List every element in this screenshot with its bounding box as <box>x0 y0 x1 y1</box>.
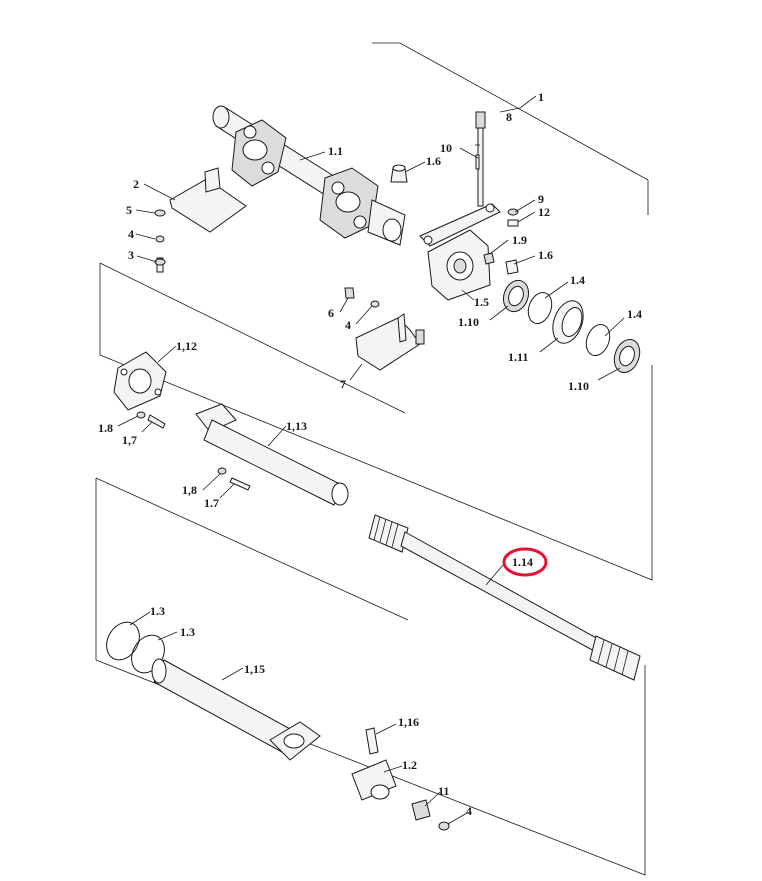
label-1-4-top[interactable]: 1.4 <box>570 273 585 287</box>
seals-bearing-part <box>502 279 641 373</box>
label-1-5[interactable]: 1.5 <box>474 295 489 309</box>
label-1[interactable]: 1 <box>538 90 544 104</box>
label-1-7-top[interactable]: 1,7 <box>122 433 137 447</box>
label-1-14[interactable]: 1.14 <box>512 555 533 569</box>
label-1-13[interactable]: 1,13 <box>286 419 307 433</box>
label-1-7-bottom[interactable]: 1.7 <box>204 496 219 510</box>
label-1-10-right[interactable]: 1.10 <box>568 379 589 393</box>
label-4-middle[interactable]: 4 <box>345 318 351 332</box>
part-labels: 1 1.1 1.6 10 8 9 12 1.9 1.6 1.4 1.5 1.10… <box>98 90 642 818</box>
guard-part <box>344 287 425 371</box>
label-6[interactable]: 6 <box>328 306 334 320</box>
label-1-1[interactable]: 1.1 <box>328 144 343 158</box>
gearbox-housing-part <box>419 203 501 301</box>
label-11[interactable]: 11 <box>438 784 449 798</box>
label-1-8-top[interactable]: 1.8 <box>98 421 113 435</box>
label-1-2[interactable]: 1.2 <box>402 758 417 772</box>
label-1-15[interactable]: 1,15 <box>244 662 265 676</box>
label-4-bottom[interactable]: 4 <box>466 804 472 818</box>
label-4-top[interactable]: 4 <box>128 227 134 241</box>
label-2[interactable]: 2 <box>133 177 139 191</box>
label-1-3-left[interactable]: 1.3 <box>150 604 165 618</box>
label-1-3-right[interactable]: 1.3 <box>180 625 195 639</box>
tube-upper-part <box>195 403 349 506</box>
label-5[interactable]: 5 <box>126 203 132 217</box>
washer-nut-part <box>507 208 519 227</box>
highlight-marker <box>502 547 548 577</box>
label-9[interactable]: 9 <box>538 192 544 206</box>
label-1-8-bottom[interactable]: 1,8 <box>182 483 197 497</box>
highlighted-part-1-14[interactable]: 1.14 <box>502 547 548 577</box>
drive-shaft-part <box>212 105 406 246</box>
label-7[interactable]: 7 <box>340 377 346 391</box>
label-8[interactable]: 8 <box>506 110 512 124</box>
label-1-10-top[interactable]: 1.10 <box>458 315 479 329</box>
cap-nut-part <box>390 164 408 183</box>
label-1-4-right[interactable]: 1.4 <box>627 307 642 321</box>
label-1-16[interactable]: 1,16 <box>398 715 419 729</box>
splined-shaft-part <box>368 514 641 681</box>
label-1-6-right[interactable]: 1.6 <box>538 248 553 262</box>
label-1-11[interactable]: 1.11 <box>508 350 528 364</box>
tube-lower-part <box>151 658 321 761</box>
label-1-9[interactable]: 1.9 <box>512 233 527 247</box>
label-1-12[interactable]: 1,12 <box>176 339 197 353</box>
label-10[interactable]: 10 <box>440 141 452 155</box>
coupling-part <box>351 727 450 831</box>
label-3[interactable]: 3 <box>128 248 134 262</box>
label-12[interactable]: 12 <box>538 205 550 219</box>
bolt-part <box>475 111 486 207</box>
bracket-part <box>154 167 247 273</box>
leader-lines <box>117 95 625 825</box>
label-1-6-top[interactable]: 1.6 <box>426 154 441 168</box>
flange-plate-part <box>113 351 167 429</box>
